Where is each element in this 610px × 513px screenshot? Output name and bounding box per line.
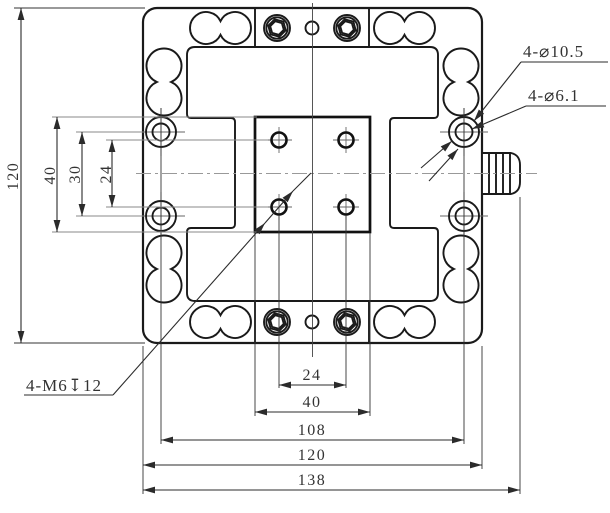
- label-through-hole: 4-⌀6.1: [528, 86, 580, 105]
- dim-left-hole-span: 30: [67, 165, 84, 184]
- dim-bottom-tap-span: 24: [303, 367, 322, 384]
- window-cutout: [186, 46, 439, 302]
- dim-bottom-with-connector: 138: [298, 472, 327, 489]
- pilot-hole: [304, 20, 320, 36]
- dimension-lines: [17, 7, 520, 494]
- leader-lines: [24, 61, 608, 396]
- extension-lines: [14, 7, 521, 494]
- label-counterbore: 4-⌀10.5: [523, 42, 584, 61]
- hex-socket-screws: [263, 14, 361, 336]
- dim-left-overall: 120: [5, 162, 22, 191]
- dim-bottom-boss: 40: [303, 394, 322, 411]
- dim-bottom-hole-span: 108: [298, 422, 327, 439]
- label-tapped-hole: 4-M6↧12: [26, 376, 102, 395]
- pilot-hole: [304, 314, 320, 330]
- dim-bottom-overall: 120: [298, 447, 327, 464]
- dim-left-boss: 40: [42, 166, 59, 185]
- dim-left-tap-span: 24: [98, 165, 115, 184]
